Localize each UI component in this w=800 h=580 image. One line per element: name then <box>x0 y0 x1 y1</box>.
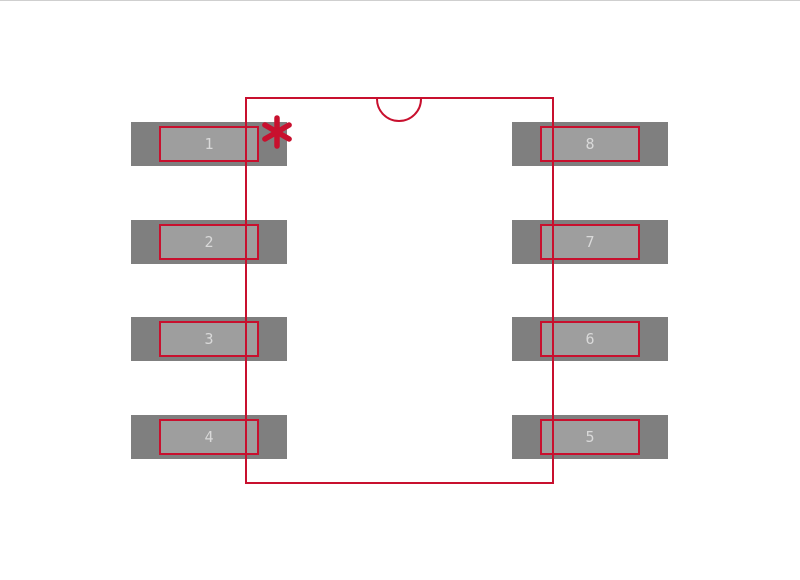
pin-number-2: 2 <box>204 232 214 251</box>
pad-pin-8: 8 <box>512 122 668 166</box>
pad-pin-2: 2 <box>131 220 287 264</box>
pad-outline-pin-4: 4 <box>159 419 259 455</box>
pad-pin-6: 6 <box>512 317 668 361</box>
pad-pin-1: 1 <box>131 122 287 166</box>
component-body-outline <box>245 97 554 484</box>
pad-pin-4: 4 <box>131 415 287 459</box>
pad-pin-3: 3 <box>131 317 287 361</box>
pad-outline-pin-6: 6 <box>540 321 640 357</box>
pin-number-1: 1 <box>204 134 214 153</box>
pin-number-4: 4 <box>204 427 214 446</box>
pin1-notch-icon <box>376 98 422 122</box>
pad-outline-pin-2: 2 <box>159 224 259 260</box>
pad-pin-5: 5 <box>512 415 668 459</box>
pin-number-5: 5 <box>585 427 595 446</box>
pin-number-3: 3 <box>204 329 214 348</box>
pad-outline-pin-5: 5 <box>540 419 640 455</box>
pad-outline-pin-8: 8 <box>540 126 640 162</box>
pad-outline-pin-7: 7 <box>540 224 640 260</box>
pad-outline-pin-1: 1 <box>159 126 259 162</box>
pin-number-8: 8 <box>585 134 595 153</box>
pad-outline-pin-3: 3 <box>159 321 259 357</box>
pin-number-6: 6 <box>585 329 595 348</box>
pad-pin-7: 7 <box>512 220 668 264</box>
pin-number-7: 7 <box>585 232 595 251</box>
